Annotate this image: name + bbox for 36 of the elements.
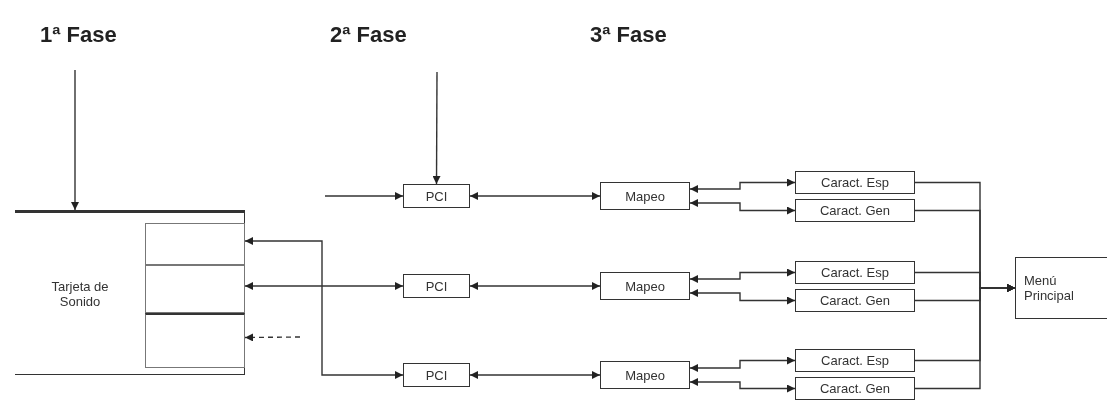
bus-box: PCI <box>403 363 470 387</box>
arrow <box>689 289 796 305</box>
bus-box: PCI <box>403 184 470 208</box>
arrow <box>432 71 441 185</box>
feature-box: Caract. Gen <box>795 289 915 312</box>
feature-box: Caract. Gen <box>795 199 915 222</box>
arrow <box>469 192 601 200</box>
process-box: Mapeo <box>600 272 690 300</box>
card-section <box>145 265 245 313</box>
feature-box: Caract. Esp <box>795 349 915 372</box>
feature-box: Caract. Esp <box>795 261 915 284</box>
arrow <box>469 282 601 290</box>
arrow <box>689 199 796 215</box>
arrow <box>689 356 796 372</box>
feature-box: Caract. Esp <box>795 171 915 194</box>
card-section <box>145 313 245 368</box>
arrow <box>469 371 601 379</box>
sound-card-box: Tarjeta de Sonido <box>15 210 245 375</box>
arrow <box>244 282 404 290</box>
phase-heading: 2ª Fase <box>330 22 407 48</box>
arrow <box>689 378 796 393</box>
bus-box: PCI <box>403 274 470 298</box>
card-section <box>145 223 245 265</box>
menu-box: Menú Principal <box>1015 257 1107 319</box>
process-box: Mapeo <box>600 182 690 210</box>
phase-heading: 1ª Fase <box>40 22 117 48</box>
arrow <box>244 333 301 342</box>
arrow <box>324 192 404 200</box>
arrow <box>914 284 1016 390</box>
arrow <box>244 237 404 379</box>
phase-heading: 3ª Fase <box>590 22 667 48</box>
arrow <box>689 178 796 193</box>
arrow <box>71 69 79 211</box>
process-box: Mapeo <box>600 361 690 389</box>
feature-box: Caract. Gen <box>795 377 915 400</box>
arrow <box>689 268 796 283</box>
